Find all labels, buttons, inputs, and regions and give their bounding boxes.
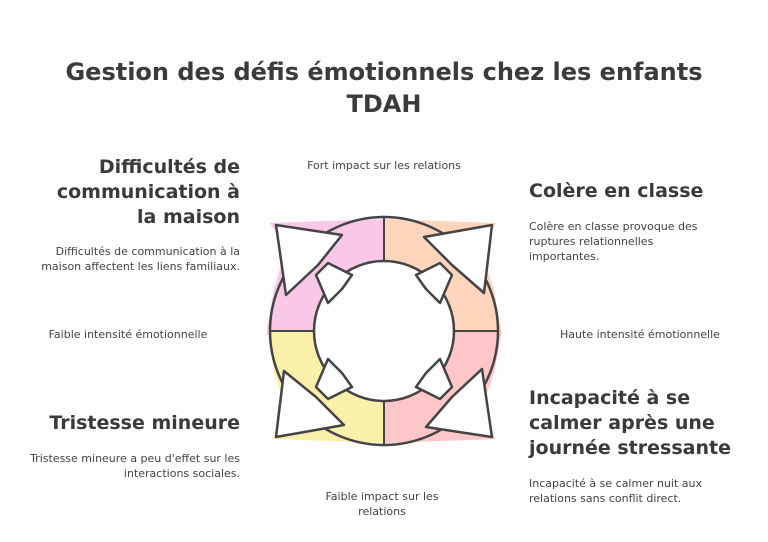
quadrant-desc-top-right: Colère en classe provoque des ruptures r… (529, 220, 698, 263)
quadrant-desc-bottom-right: Incapacité à se calmer nuit aux relation… (529, 477, 703, 505)
cycle-diagram (266, 215, 502, 447)
quadrant-title-top-left: Difficultés de communication à la maison (56, 156, 240, 228)
arrow-top-left (274, 223, 344, 297)
arrow-bottom-right (424, 367, 494, 439)
axis-label-bottom: Faible impact sur les relations (325, 490, 439, 518)
inner-notch-top-left (314, 261, 354, 305)
arrow-bottom-left (274, 369, 346, 439)
quadrant-title-top-right: Colère en classe (529, 180, 704, 202)
axis-label-top: Fort impact sur les relations (307, 159, 461, 172)
axis-label-right: Haute intensité émotionnelle (560, 328, 720, 341)
quadrant-title-bottom-right: Incapacité à se calmer après une journée… (529, 387, 731, 459)
quadrant-desc-bottom-left: Tristesse mineure a peu d'effet sur les … (30, 452, 240, 480)
inner-space (316, 263, 452, 399)
arrow-top-right (422, 223, 494, 295)
axis-label-left: Faible intensité émotionnelle (48, 328, 208, 341)
quadrant-title-bottom-left: Tristesse mineure (49, 412, 240, 434)
inner-notch-bottom-left (314, 357, 354, 401)
inner-notch-bottom-right (414, 357, 454, 401)
inner-notch-top-right (414, 261, 454, 305)
quadrant-desc-top-left: Difficultés de communication à la maison… (41, 245, 240, 273)
diagram-title: Gestion des défis émotionnels chez les e… (65, 58, 703, 118)
